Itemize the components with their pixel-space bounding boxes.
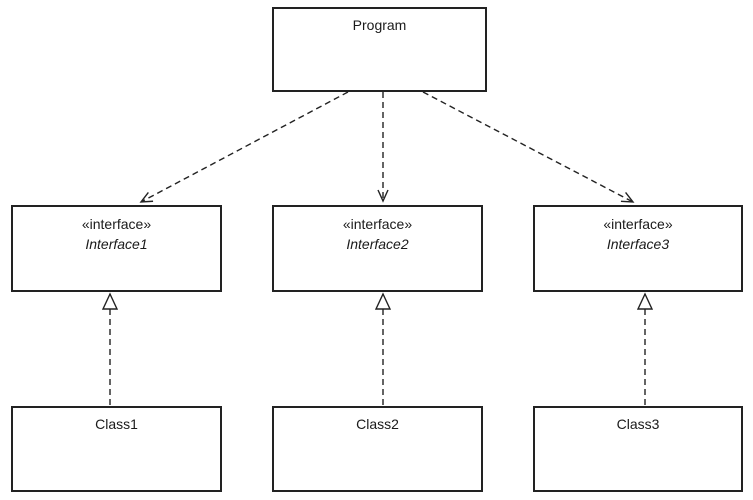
interface2-stereotype-label: «interface»	[342, 216, 413, 232]
node-class3-label: Class3	[616, 416, 660, 432]
node-interface2-label: Interface2	[346, 236, 409, 252]
node-program-label: Program	[352, 17, 407, 33]
node-class1: Class1	[11, 406, 222, 492]
node-class3: Class3	[533, 406, 743, 492]
node-interface2: «interface» Interface2	[272, 205, 483, 292]
node-interface3: «interface» Interface3	[533, 205, 743, 292]
node-program: Program	[272, 7, 487, 92]
node-interface1: «interface» Interface1	[11, 205, 222, 292]
interface3-stereotype-label: «interface»	[603, 216, 673, 232]
node-class2: Class2	[272, 406, 483, 492]
dependency-arrow-program-to-interface1	[139, 91, 349, 203]
interface1-stereotype-label: «interface»	[81, 216, 152, 232]
node-interface1-label: Interface1	[85, 236, 148, 252]
node-interface3-label: Interface3	[606, 236, 670, 252]
node-class2-label: Class2	[356, 416, 399, 432]
dependency-arrow-program-to-interface3	[422, 91, 635, 203]
node-class1-label: Class1	[95, 416, 138, 432]
